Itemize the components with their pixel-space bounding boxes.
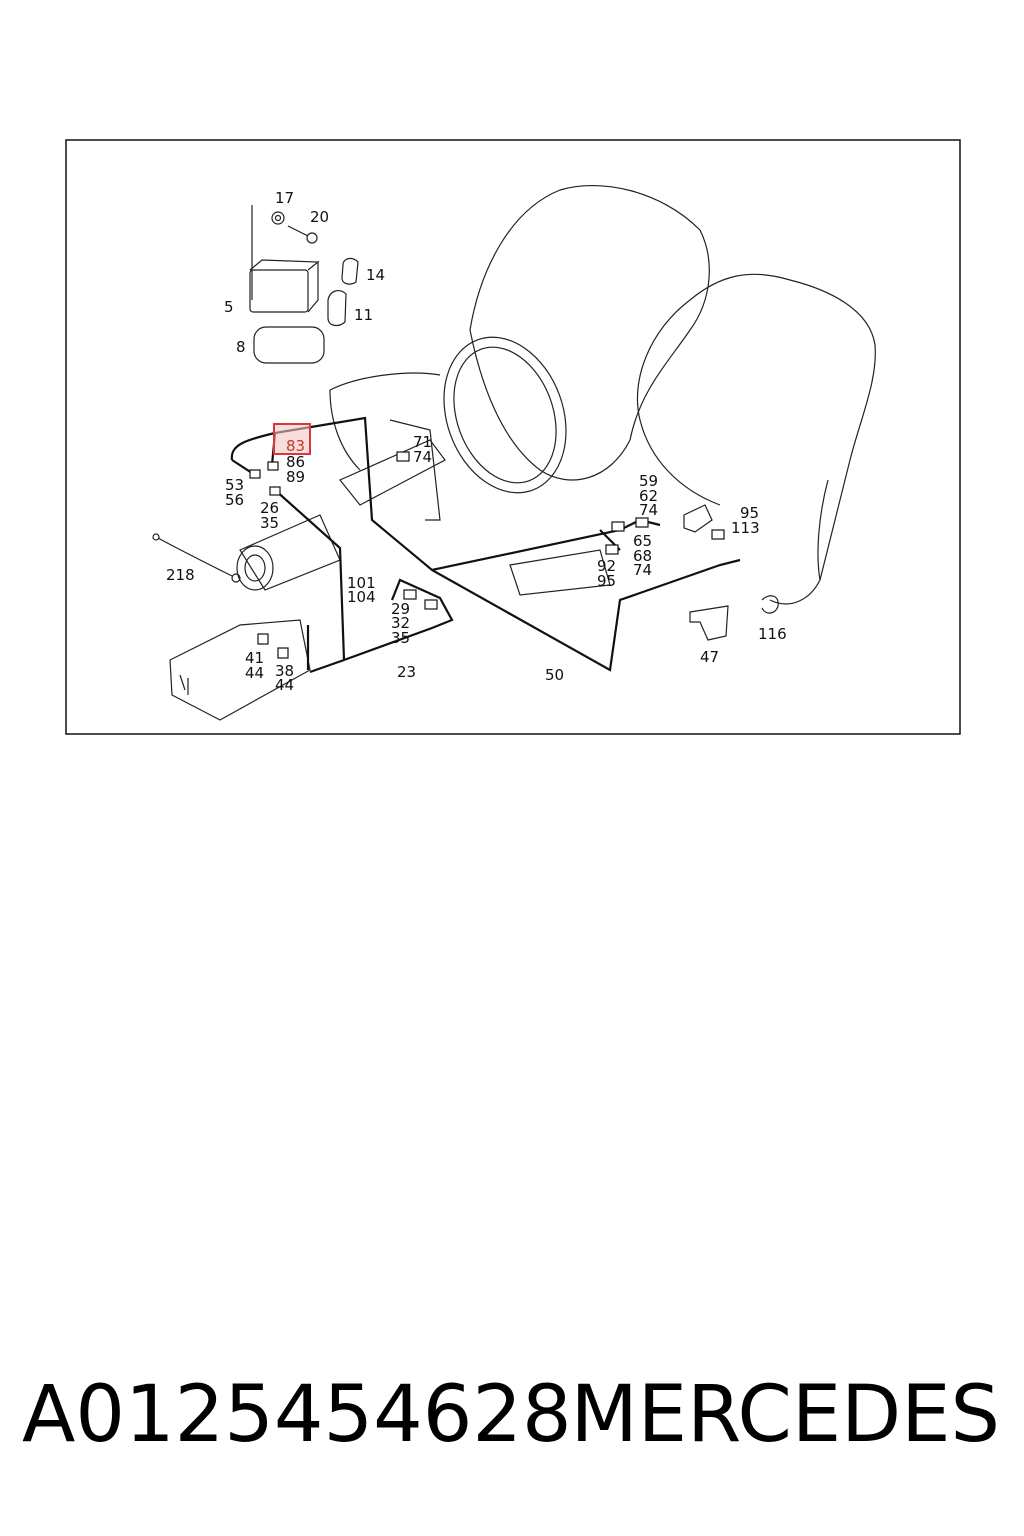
highlight-box [273,423,311,455]
callout-56: 56 [225,491,244,509]
callout-116: 116 [758,625,787,643]
callout-17: 17 [275,189,294,207]
control-module-5 [249,269,309,313]
brand-name: MERCEDES [570,1370,1001,1460]
callout-44-b: 44 [275,676,294,694]
seat-left-lower [469,329,631,481]
seat-right-side [639,419,829,581]
screw-20 [287,225,309,237]
callout-26: 26 [260,499,279,517]
pad-8 [253,326,325,364]
clip-14 [341,257,359,285]
callout-20: 20 [310,208,329,226]
diagram-frame [65,139,961,735]
callout-14: 14 [366,266,385,284]
callout-62: 62 [639,487,658,505]
ground-strap-218 [157,537,233,577]
clip-116 [761,595,779,614]
callout-65: 65 [633,532,652,550]
callout-59: 59 [639,472,658,490]
callout-38: 38 [275,662,294,680]
callout-83: 83 [286,437,305,455]
callout-23: 23 [397,663,416,681]
parts-diagram: 17 20 14 5 11 8 71 74 83 86 89 53 56 26 … [65,139,961,735]
footer: A0125454628 MERCEDES [0,1370,1024,1470]
callout-labels: 17 20 14 5 11 8 71 74 83 86 89 53 56 26 … [166,189,787,694]
callout-47: 47 [700,648,719,666]
connectors [249,451,725,659]
bracket-47 [689,605,729,641]
dashboard-outline [329,389,441,521]
clip-11 [327,290,347,327]
callout-71: 71 [413,433,432,451]
column-tube-end [236,545,274,591]
callout-35-a: 35 [260,514,279,532]
callout-11: 11 [354,306,373,324]
sensor-95-113 [683,504,713,533]
callout-92: 92 [597,557,616,575]
callout-41: 41 [245,649,264,667]
callout-35-b: 35 [391,629,410,647]
floor-panel [169,619,311,721]
wiring-harness [230,416,741,674]
callout-101: 101 [347,574,376,592]
steering-wheel-inner [453,346,557,484]
callout-95-a: 95 [740,504,759,522]
callout-89: 89 [286,468,305,486]
callout-86: 86 [286,453,305,471]
callout-68: 68 [633,547,652,565]
part-number: A0125454628 [22,1370,572,1460]
seat-right-backrest [636,273,876,605]
steering-wheel [443,336,567,494]
harness-main [230,416,641,572]
callout-53: 53 [225,476,244,494]
callout-74-c: 74 [633,561,652,579]
callout-74-b: 74 [639,501,658,519]
callout-8: 8 [236,338,246,356]
callout-5: 5 [224,298,234,316]
callout-113: 113 [731,519,760,537]
seat-left-backrest [469,184,710,441]
harness-branch-23 [274,489,454,674]
callout-29: 29 [391,600,410,618]
callout-104: 104 [347,588,376,606]
callout-74-a: 74 [413,448,432,466]
callout-32: 32 [391,614,410,632]
line-art [152,184,876,721]
callout-50: 50 [545,666,564,684]
harness-branch-50 [431,558,741,672]
callout-218: 218 [166,566,195,584]
callout-95-b: 95 [597,572,616,590]
callout-44-a: 44 [245,664,264,682]
washer-17 [271,211,285,225]
